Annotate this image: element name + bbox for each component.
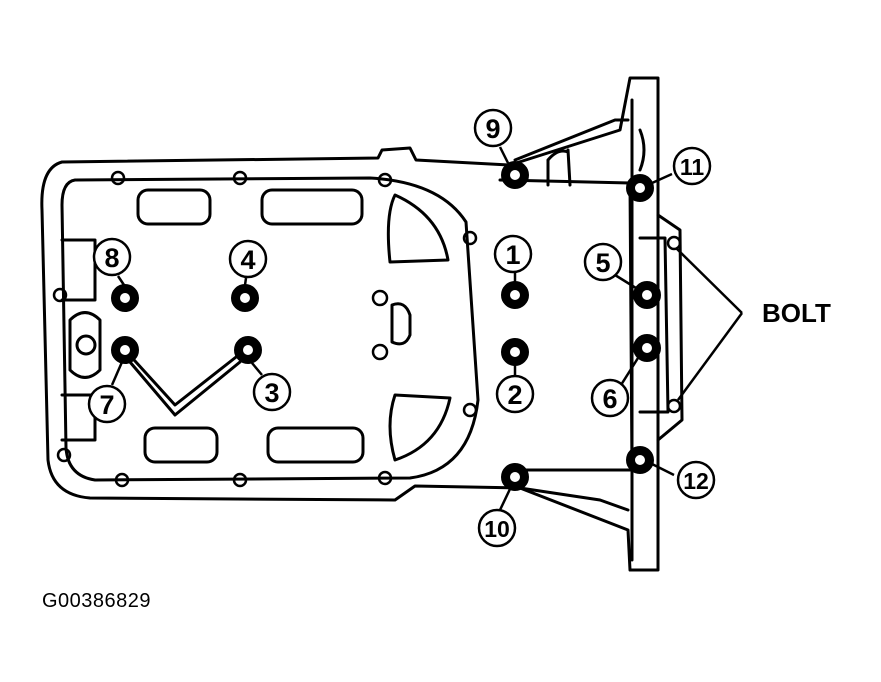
bolt-number-11: 11 (680, 154, 705, 180)
leader-line-6 (619, 357, 640, 386)
lower-rib (518, 486, 630, 512)
flange-hole (371, 289, 389, 307)
bolt-9 (501, 161, 529, 189)
baffle-window (136, 188, 212, 226)
leader-line-10 (498, 488, 512, 511)
bolt-number-9: 9 (485, 114, 500, 144)
flange-hole (52, 287, 68, 303)
figure-id: G00386829 (42, 590, 152, 612)
baffle-window (260, 188, 364, 226)
baffle-linkage-inner (128, 360, 242, 417)
bolt-11 (626, 174, 654, 202)
bolt-8 (111, 284, 139, 312)
flange-hole (371, 343, 389, 361)
baffle-window (266, 426, 365, 464)
bolt-number-circle-2 (495, 374, 535, 414)
flange-hole (114, 472, 130, 488)
oil-strainer (68, 311, 102, 379)
baffle-linkage (123, 348, 247, 407)
right-flange-ridge (638, 128, 646, 172)
baffle-window (143, 426, 219, 464)
bolt-callout-label: BOLT (762, 298, 831, 328)
leader-line-8 (116, 275, 126, 286)
baffle-window (388, 393, 452, 462)
bolt-callout-line-lower (676, 312, 744, 401)
side-bracket-left (60, 238, 97, 302)
flange-hole (462, 402, 478, 418)
leader-line-7 (110, 361, 124, 386)
right-bracket-inner (638, 236, 670, 414)
bolt-number-circle-11 (672, 146, 712, 186)
bolt-number-circle-5 (583, 242, 623, 282)
flange-hole (232, 472, 248, 488)
leader-line-3 (251, 362, 263, 376)
center-slot (390, 302, 412, 346)
bolt-number-circle-3 (252, 372, 292, 412)
oil-pan-inner-flange (60, 176, 480, 482)
bolt-10 (501, 463, 529, 491)
flange-hole (666, 235, 682, 251)
bolt-12 (626, 446, 654, 474)
bolt-number-2: 2 (507, 380, 522, 410)
flange-hole (666, 398, 682, 414)
bolt-number-circle-4 (228, 239, 268, 279)
flange-hole (377, 470, 393, 486)
bolt-number-5: 5 (595, 248, 610, 278)
leader-line-4 (243, 277, 248, 286)
flange-hole (232, 170, 248, 186)
baffle-window (386, 193, 450, 264)
bolt-number-circle-10 (477, 508, 517, 548)
bolt-number-circle-9 (473, 108, 513, 148)
bolt-number-circle-1 (493, 234, 533, 274)
flange-hole (110, 170, 126, 186)
bolt-number-circle-12 (676, 460, 716, 500)
bolt-number-4: 4 (240, 245, 255, 275)
upper-rib (513, 118, 630, 162)
flange-hole (377, 172, 393, 188)
bolt-number-8: 8 (104, 243, 119, 273)
leader-line-5 (614, 273, 637, 290)
bolt-3 (234, 336, 262, 364)
leader-line-12 (651, 462, 675, 477)
bolt-number-circle-6 (590, 378, 630, 418)
bolt-number-circle-7 (87, 384, 127, 424)
bolt-6 (633, 334, 661, 362)
oil-pan-right-section (498, 178, 634, 472)
strainer-hole (75, 334, 97, 356)
bolt-1 (501, 281, 529, 309)
bolt-number-3: 3 (264, 378, 279, 408)
bolt-number-6: 6 (602, 384, 617, 414)
bolt-4 (231, 284, 259, 312)
right-bracket (656, 213, 684, 442)
leader-line-9 (498, 146, 510, 164)
bolt-number-7: 7 (99, 390, 114, 420)
bolt-7 (111, 336, 139, 364)
bolt-number-10: 10 (484, 516, 510, 542)
flange-hole (56, 447, 72, 463)
bolt-2 (501, 338, 529, 366)
bolt-number-12: 12 (683, 468, 709, 494)
bolt-number-1: 1 (505, 240, 520, 270)
flange-hole (462, 230, 478, 246)
upper-tab (546, 148, 572, 187)
bolt-callout-line-upper (675, 247, 743, 314)
bolt-5 (633, 281, 661, 309)
bolt-number-circle-8 (92, 237, 132, 277)
leader-line-11 (651, 172, 673, 185)
